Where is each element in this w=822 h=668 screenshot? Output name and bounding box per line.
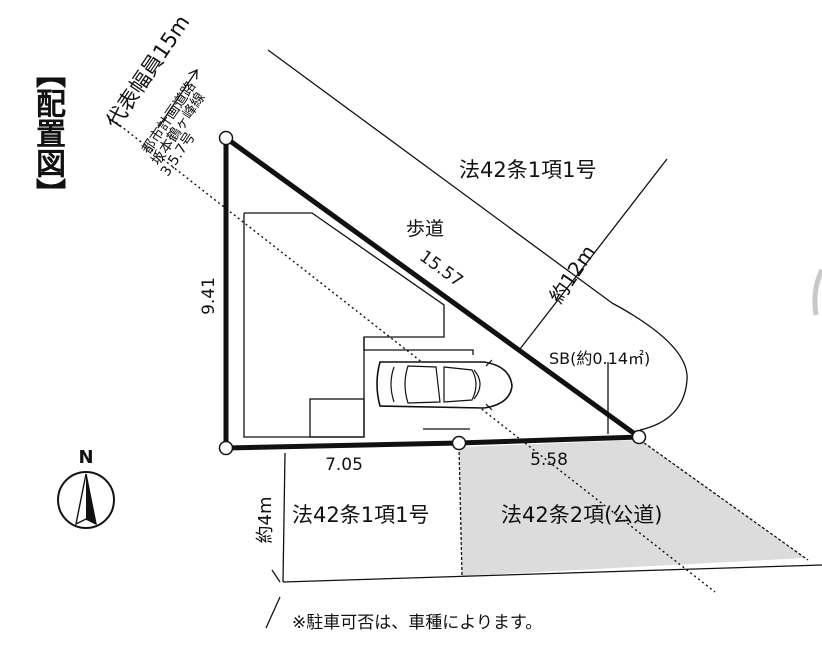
south-road-class-left-label: 法42条1項1号 (292, 503, 429, 527)
west-side-length: 9.41 (199, 277, 219, 315)
south-left-length: 7.05 (325, 455, 363, 475)
sidewalk-label: 歩道 (406, 218, 444, 240)
public-road-shaded-area (459, 440, 805, 576)
building-outline (243, 212, 445, 438)
lot-corner-sw (218, 440, 234, 456)
title-text: 【配置図】 (30, 58, 65, 208)
lot-corner-se (631, 429, 647, 445)
road-width-12m-line (519, 158, 668, 350)
compass-north-label: N (78, 447, 93, 468)
lot-corner-nw (218, 130, 234, 146)
south-road-class-right-label: 法42条2項(公道) (501, 503, 662, 527)
hypotenuse-length: 15.57 (415, 247, 466, 292)
north-road-class-label: 法42条1項1号 (459, 158, 596, 182)
setback-label: SB(約0.14㎡) (549, 349, 650, 368)
car-icon (376, 359, 513, 411)
south-road-tick (271, 569, 281, 583)
parking-note: ※駐車可否は、車種によります。 (292, 613, 543, 633)
south-road-edge (282, 564, 822, 583)
entrance-box (309, 398, 365, 438)
page-title: 【配置図】 (30, 58, 65, 216)
public-road-left-boundary (458, 446, 463, 577)
city-planning-road-dotted-line (107, 115, 716, 593)
arrow-icon (157, 68, 198, 129)
road-width-12m-label: 約12m (544, 241, 600, 308)
road-width-4m-label: 約4m (255, 497, 276, 544)
north-compass-icon: N (57, 447, 115, 529)
road-4m-measure-line (282, 452, 286, 583)
edge-artifact (812, 268, 822, 316)
sidewalk-boundary-line (267, 49, 688, 431)
south-road-slash (265, 596, 281, 629)
public-road-right-boundary (639, 439, 809, 561)
south-right-length: 5.58 (530, 450, 568, 470)
parking-outline (363, 337, 474, 355)
lot-corner-s-mid (451, 435, 467, 451)
